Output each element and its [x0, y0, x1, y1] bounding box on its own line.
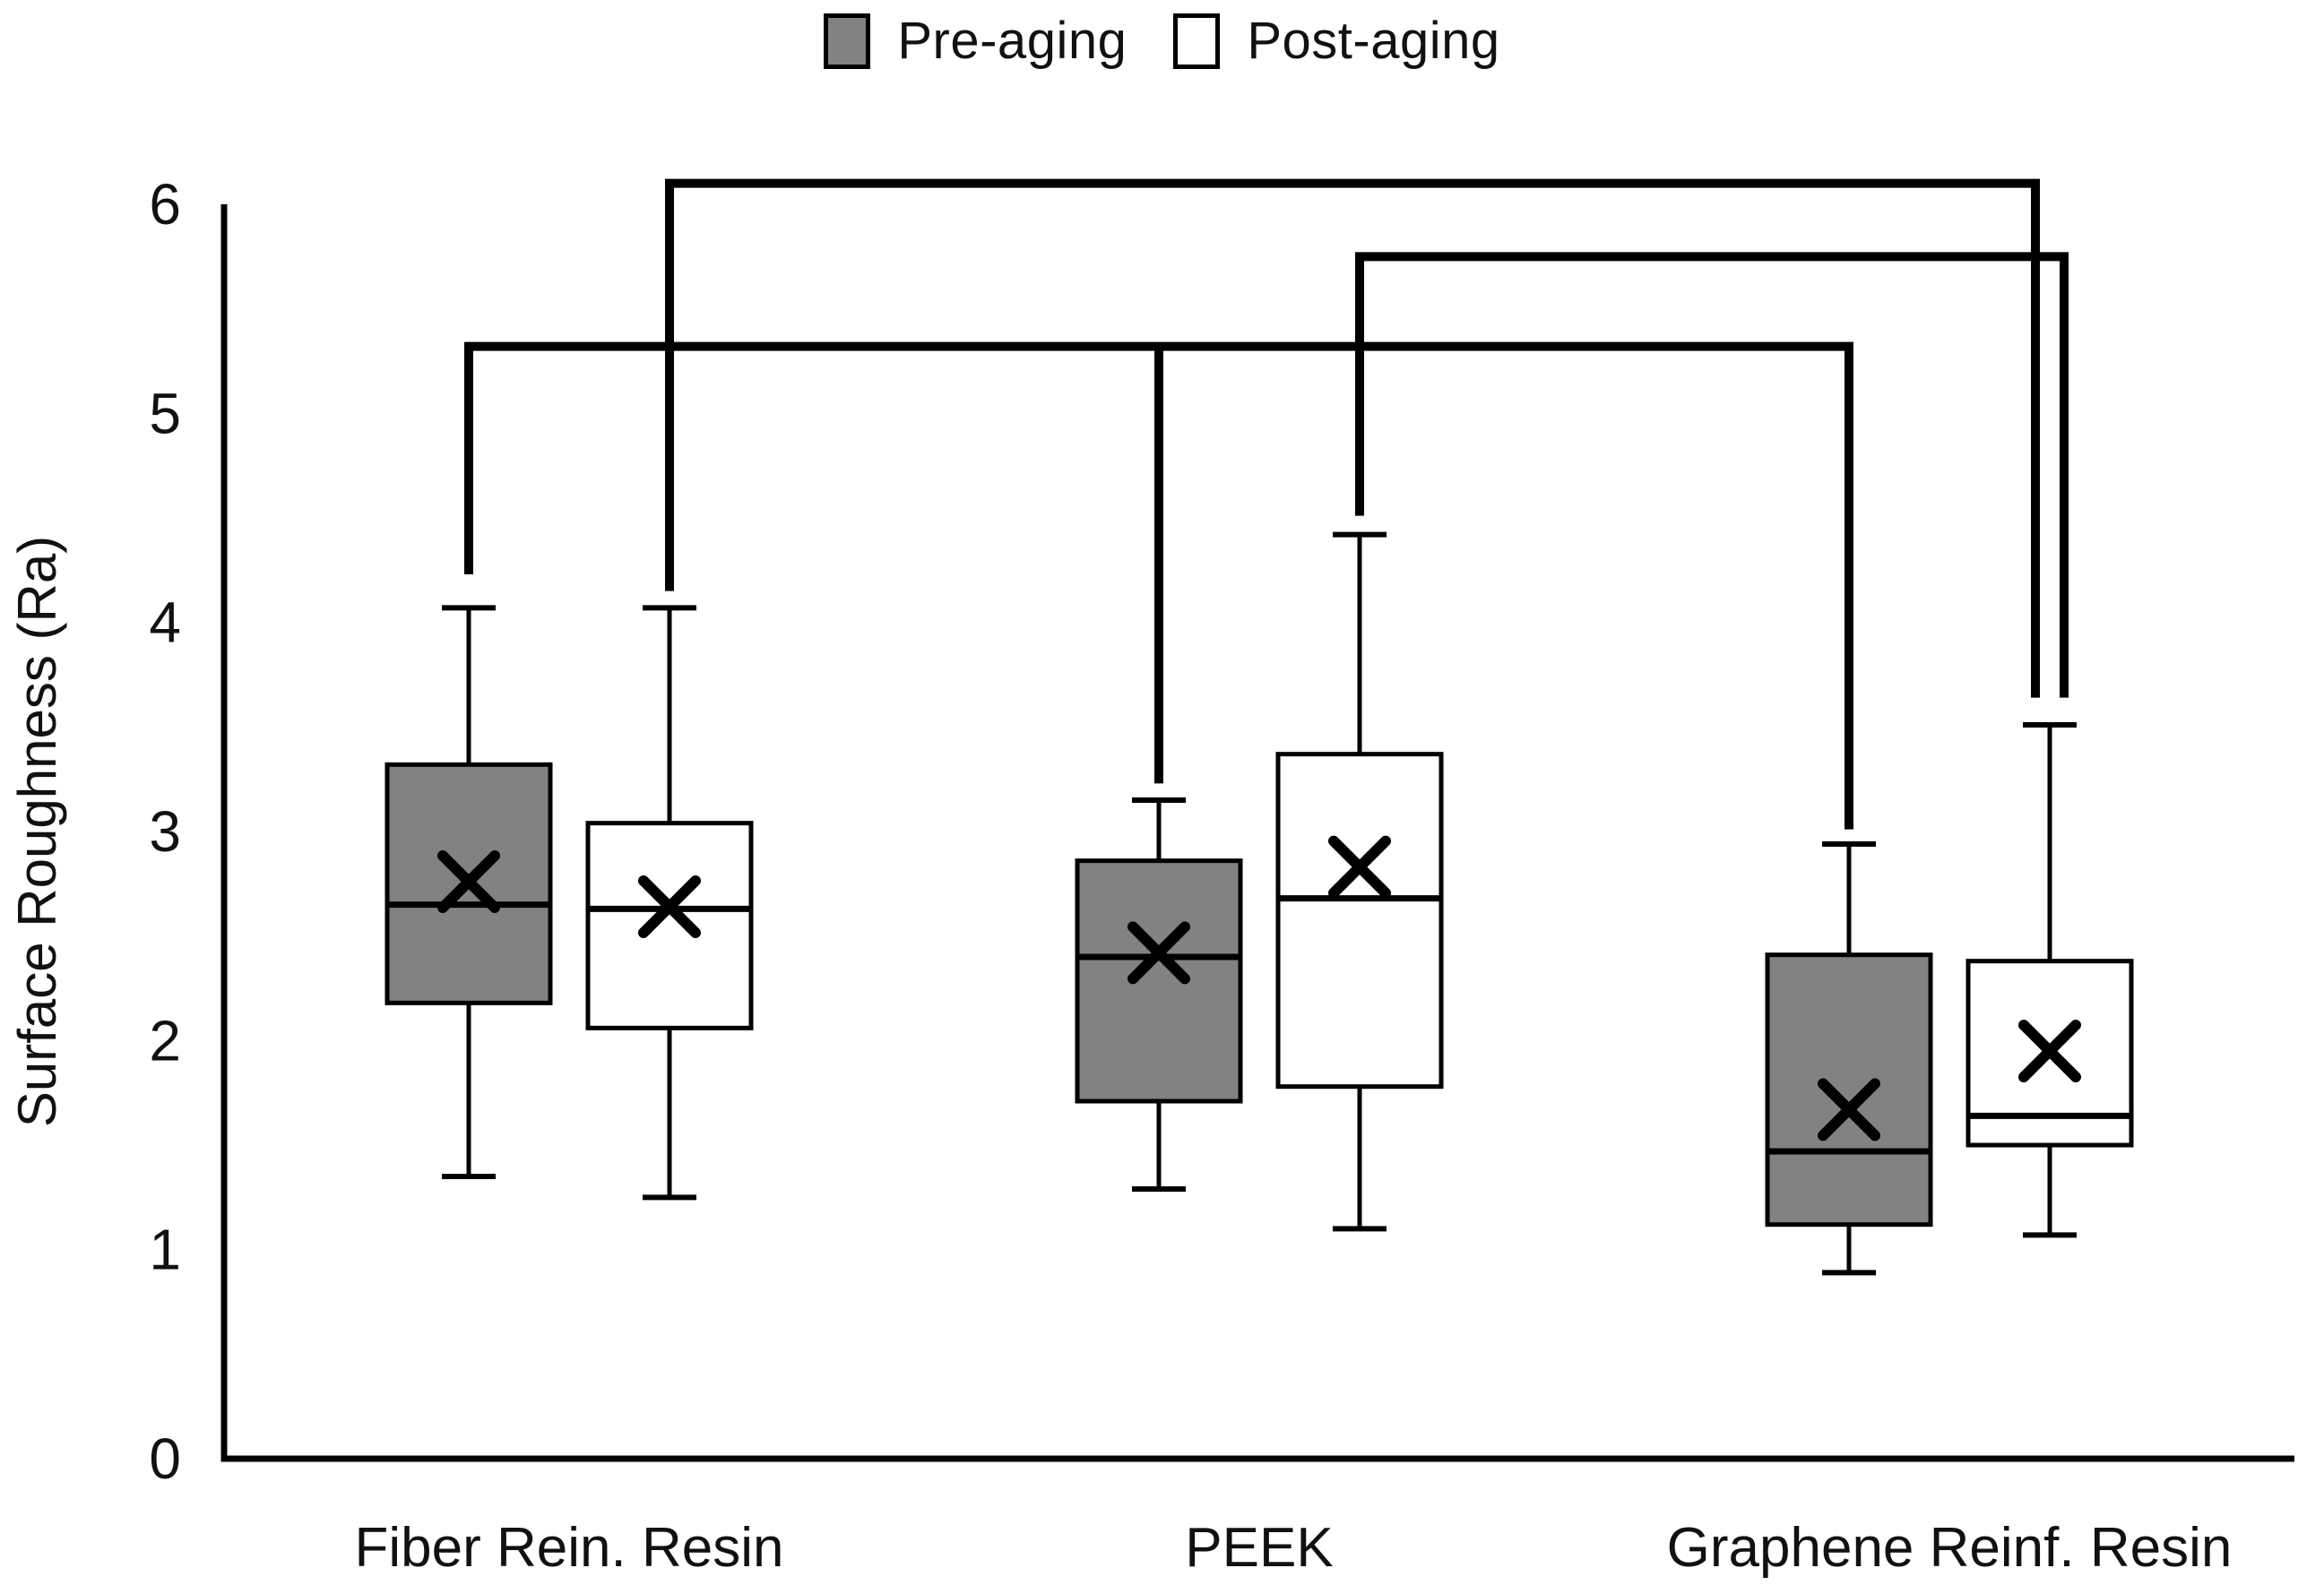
- box-pre-aging-group1: [1075, 858, 1243, 1104]
- mean-x-icon: [1818, 1078, 1880, 1142]
- box-pre-aging-group0: [384, 762, 553, 1005]
- significance-bracket: [665, 178, 2040, 698]
- x-category-label: PEEK: [1185, 1517, 1333, 1579]
- box-pre-aging-group2: [1765, 952, 1933, 1228]
- mean-x-icon: [1328, 835, 1391, 899]
- box-post-aging-group0: [585, 821, 754, 1030]
- y-tick-label: 2: [149, 1008, 181, 1073]
- y-axis-title: Surface Roughness (Ra): [7, 536, 67, 1127]
- box-post-aging-group1: [1275, 752, 1444, 1090]
- y-tick-label: 3: [149, 799, 181, 864]
- post-aging-swatch-icon: [1173, 13, 1221, 69]
- x-category-label: Graphene Reinf. Resin: [1667, 1517, 2233, 1579]
- legend-item-post-aging: Post-aging: [1173, 11, 1499, 71]
- mean-x-icon: [638, 875, 701, 938]
- chart-legend: Pre-aging Post-aging: [0, 11, 2324, 71]
- mean-x-icon: [1127, 921, 1190, 985]
- mean-x-icon: [437, 850, 500, 913]
- mean-x-icon: [2018, 1020, 2081, 1082]
- y-tick-label: 6: [149, 172, 181, 237]
- y-tick-label: 1: [149, 1218, 181, 1282]
- y-tick-label: 5: [149, 381, 181, 445]
- legend-item-pre-aging: Pre-aging: [824, 11, 1127, 71]
- x-category-label: Fiber Rein. Resin: [355, 1517, 784, 1579]
- y-tick-label: 0: [149, 1426, 181, 1491]
- significance-bracket: [1355, 252, 2069, 698]
- legend-label-post-aging: Post-aging: [1247, 12, 1500, 70]
- pre-aging-swatch-icon: [824, 13, 871, 69]
- legend-label-pre-aging: Pre-aging: [897, 12, 1127, 70]
- y-tick-label: 4: [149, 590, 181, 655]
